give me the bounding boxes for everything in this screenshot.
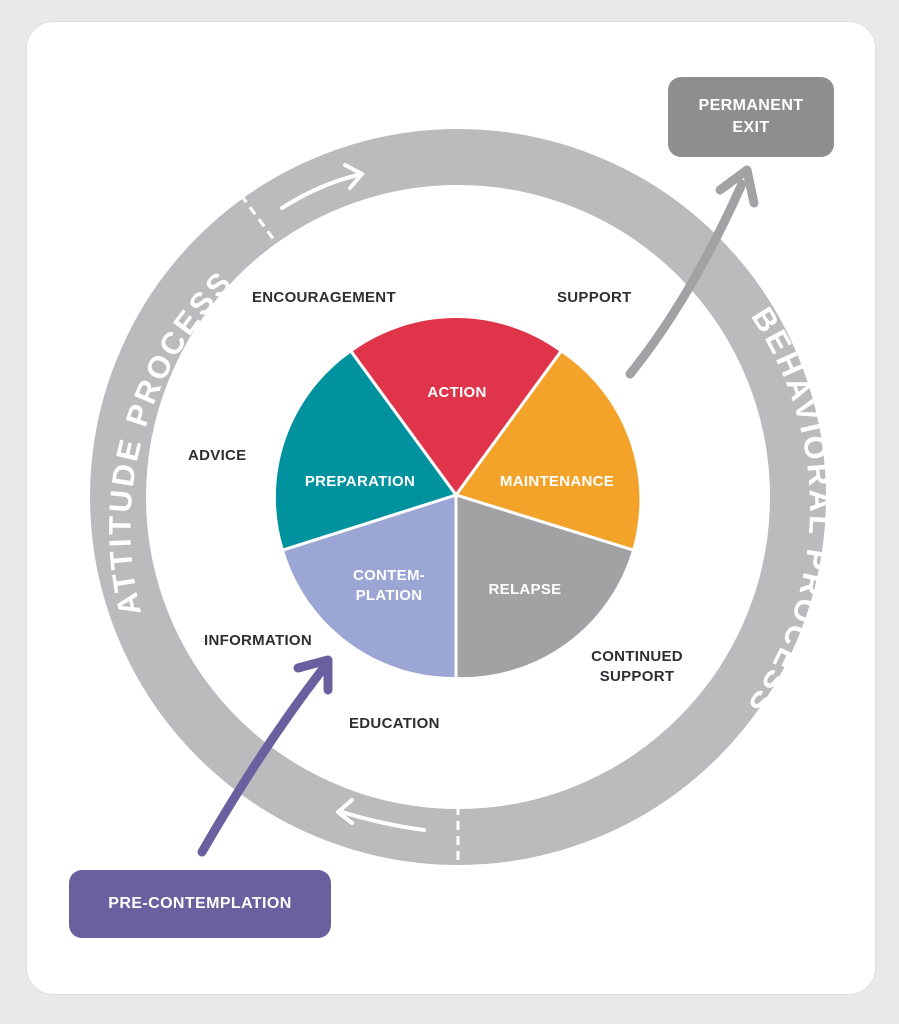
label-continued-support-line2: SUPPORT (599, 668, 675, 685)
permanent-exit-line1: PERMANENT (698, 97, 804, 114)
pre-contemplation-box: PRE-CONTEMPLATION (69, 870, 331, 938)
label-continued-support: CONTINUED SUPPORT (581, 647, 693, 687)
label-information: INFORMATION (204, 632, 313, 649)
permanent-exit-box: PERMANENT EXIT (668, 77, 834, 157)
label-advice: ADVICE (188, 447, 247, 464)
ring-divider-top (239, 194, 282, 249)
permanent-exit-line2: EXIT (732, 119, 770, 136)
slice-contemplation (280, 492, 458, 681)
stage-label-relapse: RELAPSE (489, 581, 562, 598)
stage-label-preparation: PREPARATION (305, 473, 415, 490)
label-support: SUPPORT (557, 289, 632, 306)
slice-preparation (272, 348, 459, 553)
exit-arrow (625, 165, 759, 379)
pre-contemplation-label: PRE-CONTEMPLATION (108, 895, 292, 912)
label-encouragement: ENCOURAGEMENT (252, 289, 396, 306)
stage-label-contemplation-line2: PLATION (356, 587, 423, 604)
slice-action (348, 315, 564, 498)
ring-direction-arrow-bottom (336, 798, 426, 832)
slice-relapse (454, 492, 636, 681)
ring-direction-arrow-top (280, 163, 364, 210)
entry-arrow (197, 655, 333, 857)
label-continued-support-line1: CONTINUED (591, 648, 683, 665)
label-education: EDUCATION (349, 715, 440, 732)
attitude-process-label: ATTITUDE PROCESS (102, 263, 240, 619)
stage-label-action: ACTION (427, 384, 486, 401)
stage-label-maintenance: MAINTENANCE (500, 473, 614, 490)
stage-label-contemplation-line1: CONTEM- (353, 567, 425, 584)
slice-maintenance (453, 348, 643, 553)
